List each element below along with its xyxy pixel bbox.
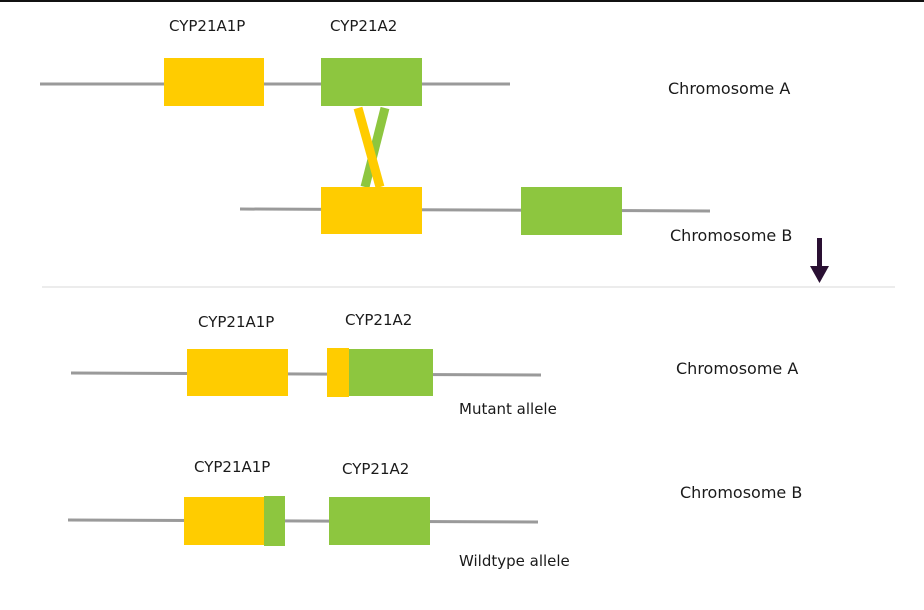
down-arrow-icon xyxy=(810,238,829,283)
pseudogene-green-part-b xyxy=(264,496,285,546)
chromosome-b-line-top xyxy=(239,207,711,213)
pseudogene-box-b-top xyxy=(321,187,422,234)
gene-label-bottom-b: CYP21A2 xyxy=(342,460,410,478)
gene-box-a-top xyxy=(321,58,422,106)
pseudogene-label-top: CYP21A1P xyxy=(169,17,246,35)
crossover-strand-yellow xyxy=(353,106,385,189)
pseudogene-label-bottom-b: CYP21A1P xyxy=(194,458,271,476)
pseudogene-label-bottom-a: CYP21A1P xyxy=(198,313,275,331)
pseudogene-box-b-bottom xyxy=(184,497,264,545)
gene-box-b-bottom xyxy=(329,497,430,545)
pseudogene-box-a-bottom xyxy=(187,349,288,396)
mutant-allele-label: Mutant allele xyxy=(459,400,557,418)
wildtype-allele-label: Wildtype allele xyxy=(459,552,570,570)
gene-box-b-top xyxy=(521,187,622,235)
crossover-strand-green xyxy=(360,106,390,189)
gene-label-bottom-a: CYP21A2 xyxy=(345,311,413,329)
fused-gene-yellow-part-a xyxy=(327,348,349,397)
top-border xyxy=(0,0,924,2)
gene-label-top: CYP21A2 xyxy=(330,17,398,35)
chromosome-b-line-bottom xyxy=(67,518,539,524)
chromosome-a-label-top: Chromosome A xyxy=(668,79,791,98)
chromosome-b-label-bottom: Chromosome B xyxy=(680,483,803,502)
chromosome-b-label-top: Chromosome B xyxy=(670,226,793,245)
chromosome-a-label-bottom: Chromosome A xyxy=(676,359,799,378)
fused-gene-green-part-a xyxy=(349,349,433,396)
chromosome-a-line-bottom xyxy=(70,371,542,377)
pseudogene-box-a-top xyxy=(164,58,264,106)
